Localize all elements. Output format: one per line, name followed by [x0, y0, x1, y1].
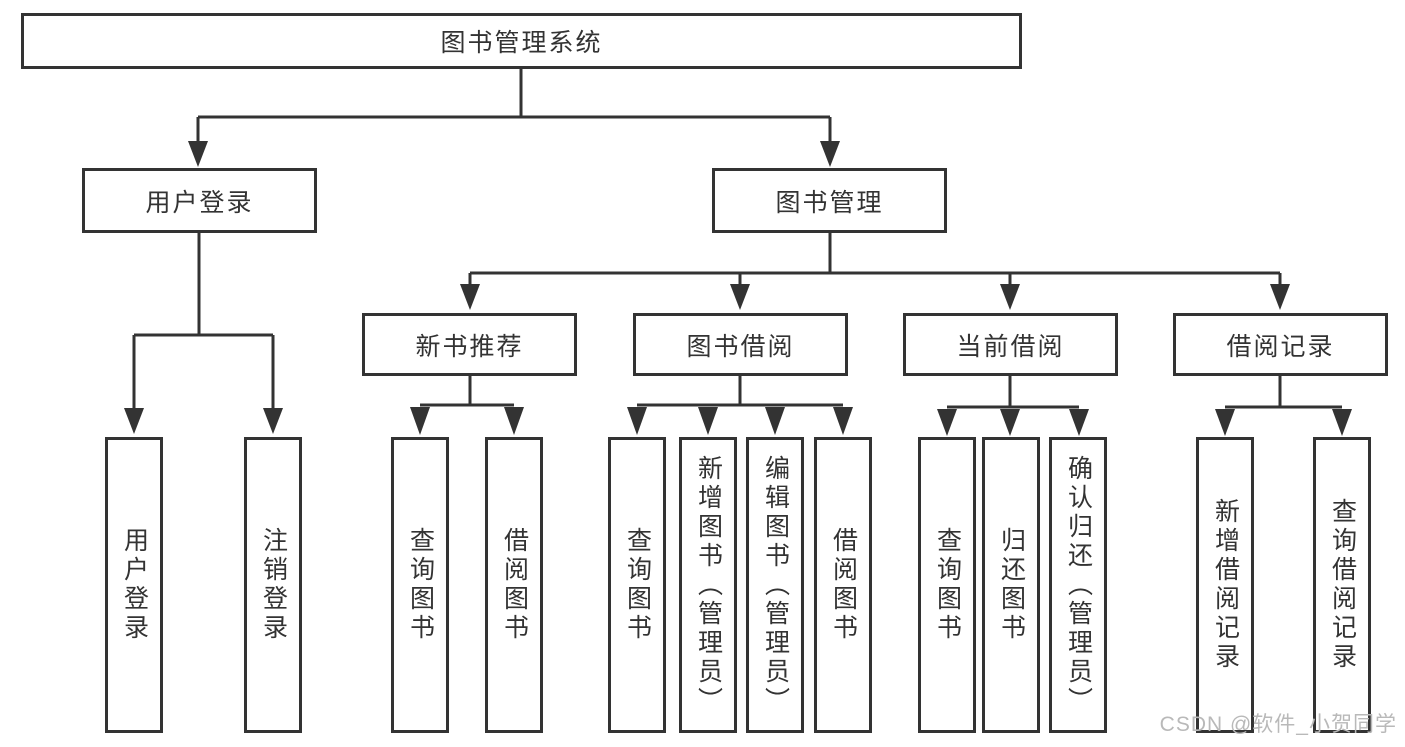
node-leaf-add-borrow-record: 新增借阅记录 [1196, 437, 1254, 733]
node-label: 新书推荐 [415, 332, 524, 361]
node-book-management: 图书管理 [712, 168, 947, 233]
node-leaf-borrow-books: 借阅图书 [814, 437, 872, 733]
node-label: 借阅图书 [829, 527, 858, 643]
edges-borrow-records [1215, 376, 1352, 436]
node-label: 查询借阅记录 [1328, 498, 1357, 672]
node-label: 编辑图书（管理员） [761, 454, 790, 716]
node-leaf-edit-book-admin: 编辑图书（管理员） [746, 437, 804, 733]
node-label: 查询图书 [623, 527, 652, 643]
node-leaf-query-books-current: 查询图书 [918, 437, 976, 733]
node-borrowing-records: 借阅记录 [1173, 313, 1388, 376]
node-label: 归还图书 [997, 527, 1026, 643]
node-label: 确认归还（管理员） [1064, 454, 1093, 716]
node-user-login: 用户登录 [82, 168, 317, 233]
node-label: 用户登录 [120, 527, 149, 643]
edges-current-borrow [937, 376, 1089, 436]
node-label: 图书管理 [775, 188, 884, 217]
node-leaf-query-borrow-record: 查询借阅记录 [1313, 437, 1371, 733]
node-leaf-logout: 注销登录 [244, 437, 302, 733]
edges-book-borrow [627, 376, 853, 435]
node-label: 图书管理系统 [440, 29, 603, 57]
edges-new-book-rec [410, 376, 524, 435]
node-label: 查询图书 [933, 527, 962, 643]
node-label: 用户登录 [145, 188, 254, 217]
node-book-borrowing: 图书借阅 [633, 313, 848, 376]
node-leaf-user-login: 用户登录 [105, 437, 163, 733]
node-label: 当前借阅 [956, 332, 1065, 361]
node-label: 新增借阅记录 [1211, 498, 1240, 672]
node-label: 图书借阅 [686, 332, 795, 361]
edges-root [188, 69, 840, 167]
node-label: 查询图书 [406, 527, 435, 643]
node-leaf-borrow-books-rec: 借阅图书 [485, 437, 543, 733]
node-leaf-confirm-return-admin: 确认归还（管理员） [1049, 437, 1107, 733]
node-library-management-system: 图书管理系统 [21, 13, 1022, 69]
edges-book-management [460, 233, 1290, 310]
node-leaf-return-book: 归还图书 [982, 437, 1040, 733]
node-new-book-recommendation: 新书推荐 [362, 313, 577, 376]
node-leaf-query-books-rec: 查询图书 [391, 437, 449, 733]
node-label: 借阅图书 [500, 527, 529, 643]
node-current-borrowing: 当前借阅 [903, 313, 1118, 376]
node-label: 新增图书（管理员） [694, 454, 723, 716]
node-label: 借阅记录 [1226, 332, 1335, 361]
node-leaf-add-book-admin: 新增图书（管理员） [679, 437, 737, 733]
node-label: 注销登录 [259, 527, 288, 643]
edges-user-login [124, 233, 283, 434]
csdn-watermark: CSDN @软件_小贺同学 [1159, 713, 1397, 736]
node-leaf-query-books-borrow: 查询图书 [608, 437, 666, 733]
